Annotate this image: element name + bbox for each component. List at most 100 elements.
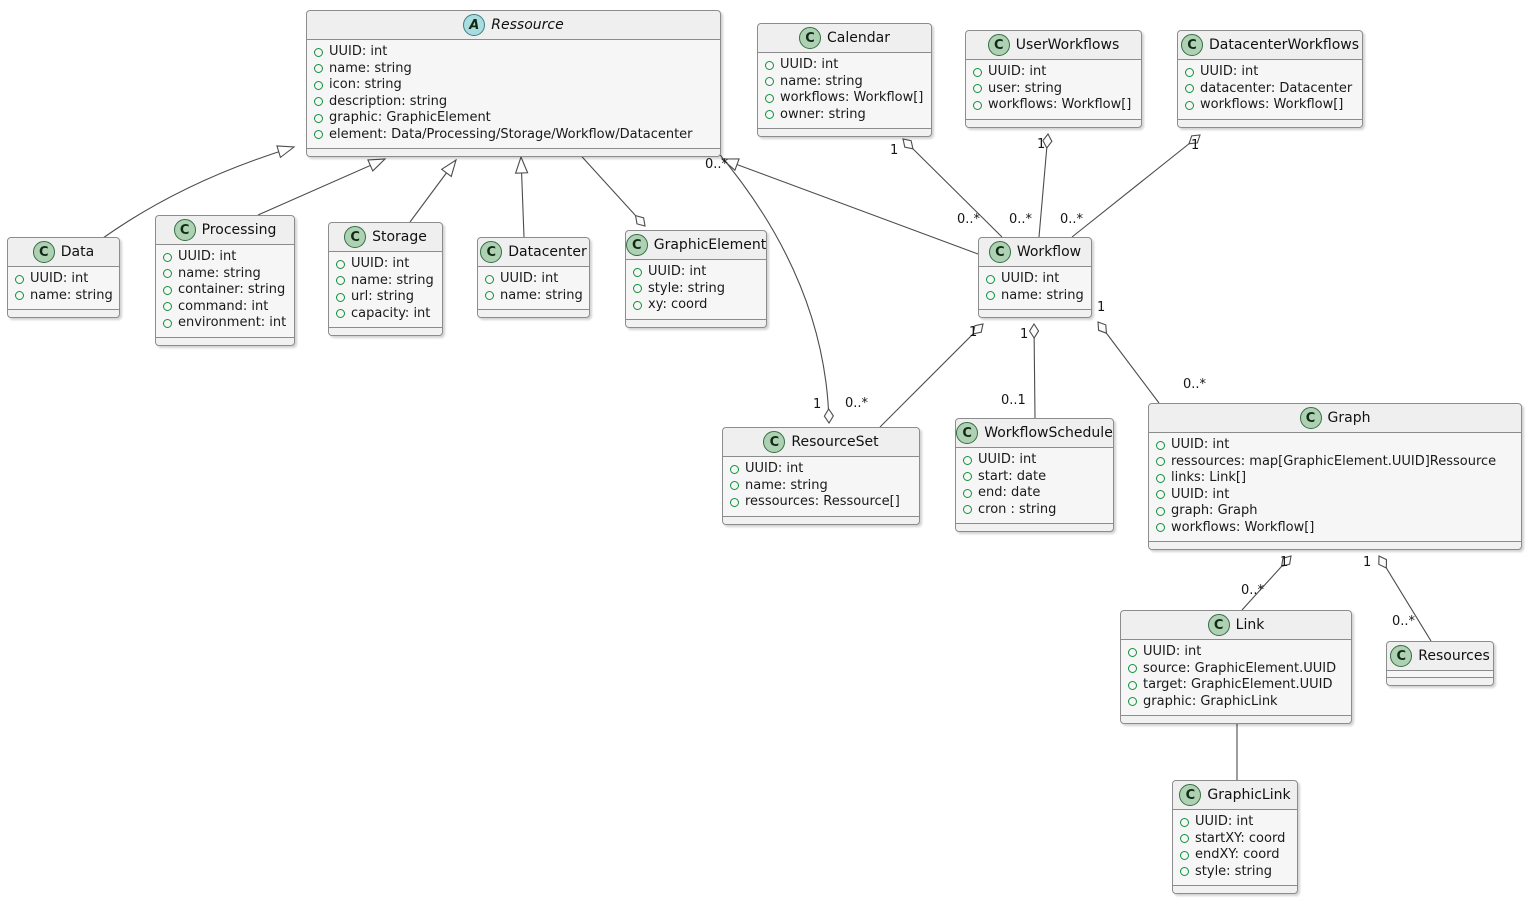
field-visibility-icon [336,309,345,319]
field-visibility-icon [314,113,323,123]
field-visibility-icon [336,259,345,269]
attribute-row: source: GraphicElement.UUID [1128,661,1344,678]
field-visibility-icon [765,77,774,87]
attribute-text: graphic: GraphicLink [1143,693,1278,709]
multiplicity-label: 1 [1097,300,1106,315]
field-visibility-icon [314,64,323,74]
field-visibility-icon [314,130,323,140]
multiplicity-label: 1 [813,397,822,412]
class-ressource-attributes: UUID: int name: string icon: string desc… [307,40,720,148]
multiplicity-label: 1 [1363,555,1372,570]
class-title: Processing [201,222,277,238]
class-title: GraphicLink [1207,787,1291,803]
attribute-text: graph: Graph [1171,503,1258,518]
class-userworkflows-header: C UserWorkflows [966,31,1141,60]
class-userworkflows: C UserWorkflows UUID: int user: string w… [965,30,1142,128]
class-title: UserWorkflows [1015,37,1120,53]
class-link-header: C Link [1121,611,1351,640]
attribute-row: style: string [633,281,759,298]
class-icon: C [1179,784,1202,806]
field-visibility-icon [15,291,24,301]
field-visibility-icon [1156,473,1165,483]
multiplicity-label: 0..* [957,212,981,227]
methods-compartment-empty [723,515,919,524]
attribute-text: cron : string [978,501,1057,517]
class-title: Ressource [491,17,564,33]
class-ressource: A Ressource UUID: int name: string icon:… [306,10,721,157]
field-visibility-icon [336,292,345,302]
attribute-row: name: string [765,74,924,91]
attribute-text: ressources: Ressource[] [745,494,900,509]
class-storage-attributes: UUID: int name: string url: string capac… [329,252,442,327]
class-title: Resources [1418,648,1490,664]
field-visibility-icon [1128,647,1137,657]
field-visibility-icon [163,285,172,295]
field-visibility-icon [963,505,972,515]
abstract-class-icon: A [463,14,486,36]
attribute-text: name: string [329,60,412,76]
class-title: Workflow [1016,244,1082,260]
attribute-row: user: string [973,81,1134,98]
attribute-text: description: string [329,93,448,109]
attribute-row: name: string [163,266,287,283]
field-visibility-icon [336,276,345,286]
multiplicity-label: 1 [969,325,978,340]
class-processing: C Processing UUID: int name: string cont… [155,215,295,346]
attribute-row: UUID: int [765,57,924,74]
field-visibility-icon [1128,664,1137,674]
attribute-text: UUID: int [1171,486,1230,502]
attribute-row: UUID: int [163,249,287,266]
attribute-text: name: string [30,287,113,303]
class-title: Graph [1327,410,1371,426]
attribute-text: graphic: GraphicElement [329,110,491,125]
attribute-row: UUID: int [730,461,912,478]
class-data: C Data UUID: int name: string [7,237,120,318]
methods-compartment-empty [956,523,1113,531]
class-graphicelement-attributes: UUID: int style: string xy: coord [626,260,766,319]
methods-compartment-empty [626,318,766,327]
attribute-text: name: string [351,272,434,288]
attribute-row: UUID: int [336,256,435,273]
multiplicity-label: 0..* [845,396,869,411]
attribute-row: UUID: int [633,264,759,281]
methods-compartment-empty [1173,885,1297,893]
field-visibility-icon [730,481,739,491]
attribute-text: UUID: int [780,57,839,72]
edge-workflow-workflowschedule-aggregation [1028,322,1040,419]
attribute-text: command: int [178,298,269,314]
edge-workflow-resourceset-aggregation [879,323,984,428]
class-datacenterworkflows-attributes: UUID: int datacenter: Datacenter workflo… [1178,60,1362,119]
field-visibility-icon [163,252,172,262]
attribute-row: UUID: int [986,271,1084,288]
methods-compartment-empty [1178,118,1362,127]
field-visibility-icon [1185,84,1194,94]
attribute-row: endXY: coord [1180,847,1290,864]
attribute-text: UUID: int [351,256,410,271]
attribute-row: UUID: int [15,271,112,288]
attribute-text: workflows: Workflow[] [780,90,924,105]
field-visibility-icon [986,291,995,301]
attribute-row: workflows: Workflow[] [973,97,1134,114]
multiplicity-label: 0..* [1241,583,1265,598]
multiplicity-label: 0..1 [1001,393,1026,408]
class-graph: C Graph UUID: int ressources: map[Graphi… [1148,403,1522,550]
class-resourceset-attributes: UUID: int name: string ressources: Resso… [723,457,919,516]
attribute-text: name: string [780,73,863,89]
class-processing-header: C Processing [156,216,294,245]
class-title: GraphicElement [653,237,767,253]
methods-compartment-empty [307,148,720,156]
class-title: Calendar [827,30,890,46]
class-datacenterworkflows-header: C DatacenterWorkflows [1178,31,1362,60]
field-visibility-icon [163,318,172,328]
field-visibility-icon [1185,67,1194,77]
methods-compartment-empty [758,128,931,136]
attribute-text: UUID: int [1171,437,1230,452]
multiplicity-label: 0..* [1392,614,1416,629]
class-link: C Link UUID: int source: GraphicElement.… [1120,610,1352,724]
attribute-text: UUID: int [1200,64,1259,79]
attribute-text: UUID: int [500,271,559,286]
field-visibility-icon [15,274,24,284]
attribute-text: workflows: Workflow[] [1200,97,1344,112]
class-datacenter-header: C Datacenter [478,238,589,267]
